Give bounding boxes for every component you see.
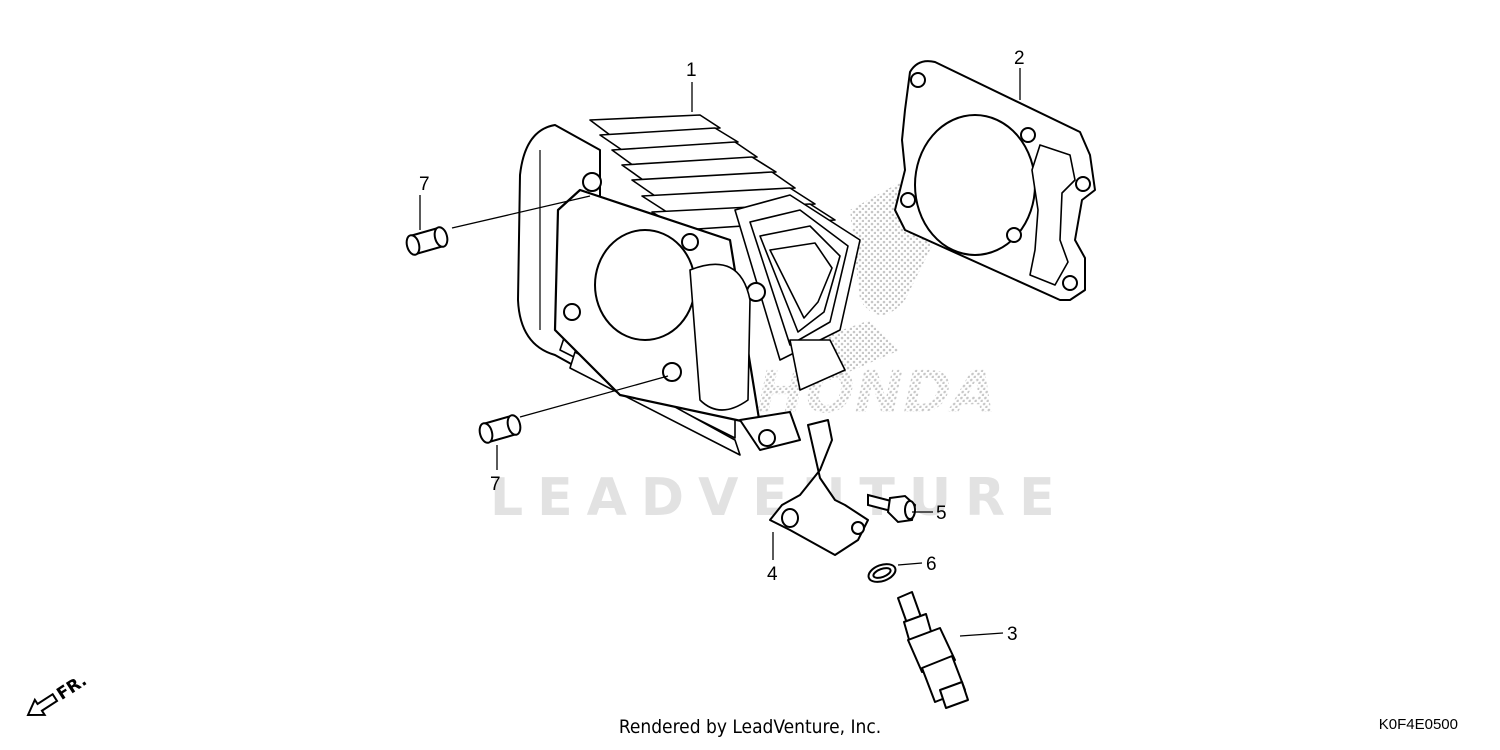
callout-5: 5	[936, 503, 947, 524]
dowel-pin-lower[interactable]	[478, 414, 523, 444]
callout-2: 2	[1014, 48, 1025, 69]
rendered-by-footer: Rendered by LeadVenture, Inc.	[618, 716, 882, 738]
callout-4: 4	[767, 564, 778, 585]
callout-6: 6	[926, 554, 937, 575]
callout-1: 1	[686, 60, 697, 81]
callout-3: 3	[1007, 624, 1018, 645]
o-ring-part[interactable]	[866, 561, 898, 586]
callout-7-upper: 7	[419, 174, 430, 195]
bracket-part[interactable]	[769, 419, 869, 556]
bolt-part[interactable]	[867, 493, 917, 524]
cylinder-part[interactable]	[517, 114, 861, 456]
dowel-pin-upper[interactable]	[405, 226, 450, 256]
sensor-part[interactable]	[897, 591, 969, 709]
diagram-code: K0F4E0500	[1378, 716, 1458, 733]
leader-lines	[419, 68, 1021, 637]
front-arrow-label: FR.	[53, 671, 90, 705]
gasket-part[interactable]	[894, 60, 1096, 301]
callout-7-lower: 7	[490, 474, 501, 495]
